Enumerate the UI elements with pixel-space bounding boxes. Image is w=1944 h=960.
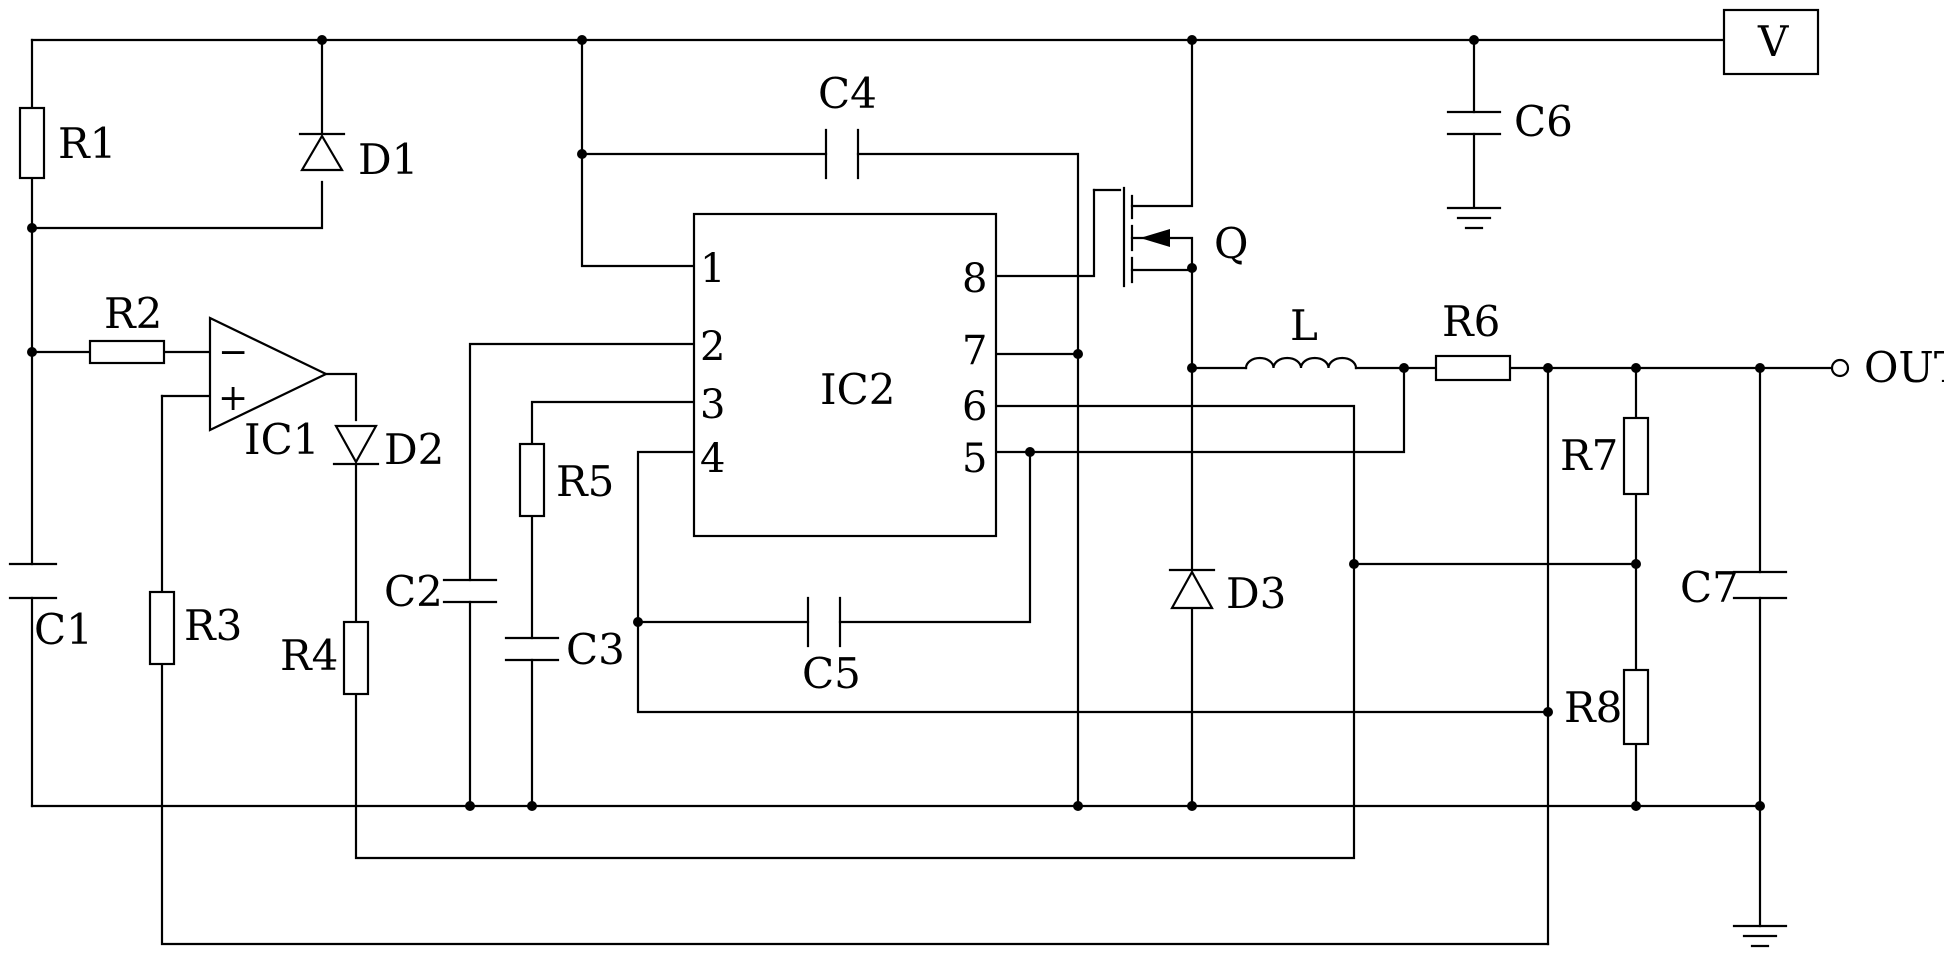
- capacitor-c2: [442, 578, 498, 604]
- l-label: L: [1290, 301, 1318, 350]
- ic2-pin-7: 7: [962, 328, 987, 374]
- opamp-ic1: [208, 316, 329, 432]
- resistor-r3: [148, 590, 176, 666]
- output-terminal: [1830, 358, 1850, 378]
- d1-label: D1: [358, 135, 418, 184]
- ground-symbol-output: [1732, 924, 1788, 948]
- r2-label: R2: [104, 289, 162, 338]
- wires: [30, 38, 1834, 946]
- capacitor-c7: [1732, 570, 1788, 600]
- diode-d3: [1168, 568, 1216, 610]
- capacitor-c5: [806, 596, 842, 648]
- c4-label: C4: [818, 69, 877, 118]
- c6-label: C6: [1514, 97, 1573, 146]
- v-label: V: [1757, 17, 1789, 66]
- ic2-label: IC2: [820, 365, 895, 414]
- ic2-chip: [692, 212, 998, 538]
- c3-label: C3: [566, 625, 625, 674]
- capacitor-c3: [504, 636, 560, 662]
- out-label: OUT: [1864, 343, 1944, 392]
- ic2-pin-6: 6: [962, 384, 987, 430]
- d2-label: D2: [384, 425, 444, 474]
- mosfet-q: [1092, 186, 1194, 288]
- opamp-plus-sign: +: [218, 378, 248, 419]
- q-label: Q: [1214, 219, 1248, 268]
- ic1-label: IC1: [244, 415, 319, 464]
- r8-label: R8: [1564, 683, 1622, 732]
- r6-label: R6: [1442, 297, 1500, 346]
- resistor-r5: [518, 442, 546, 518]
- r1-label: R1: [58, 119, 116, 168]
- ic2-pin-1: 1: [700, 246, 725, 292]
- ic2-pin-3: 3: [700, 382, 725, 428]
- ic2-pin-8: 8: [962, 256, 987, 302]
- opamp-minus-sign: −: [218, 332, 248, 373]
- inductor-l: [1244, 356, 1358, 370]
- r4-label: R4: [280, 631, 338, 680]
- c1-label: C1: [34, 605, 93, 654]
- capacitor-c6: [1446, 110, 1502, 136]
- c2-label: C2: [384, 567, 443, 616]
- resistor-r6: [1434, 354, 1512, 382]
- capacitor-c1: [8, 562, 58, 600]
- resistor-r4: [342, 620, 370, 696]
- resistor-r1: [18, 106, 46, 180]
- resistor-r7: [1622, 416, 1650, 496]
- r5-label: R5: [556, 457, 614, 506]
- c7-label: C7: [1680, 563, 1739, 612]
- ic2-pin-4: 4: [700, 436, 725, 482]
- d3-label: D3: [1226, 569, 1286, 618]
- capacitor-c4: [824, 128, 860, 180]
- supply-v-box: [1722, 8, 1820, 76]
- r7-label: R7: [1560, 431, 1618, 480]
- ic2-pin-5: 5: [962, 436, 987, 482]
- diode-d1: [298, 132, 346, 172]
- diode-d2: [332, 424, 380, 466]
- resistor-r2: [88, 339, 166, 365]
- r3-label: R3: [184, 601, 242, 650]
- resistor-r8: [1622, 668, 1650, 746]
- ic2-pin-2: 2: [700, 324, 725, 370]
- c5-label: C5: [802, 649, 861, 698]
- ground-symbol-c6: [1446, 206, 1502, 230]
